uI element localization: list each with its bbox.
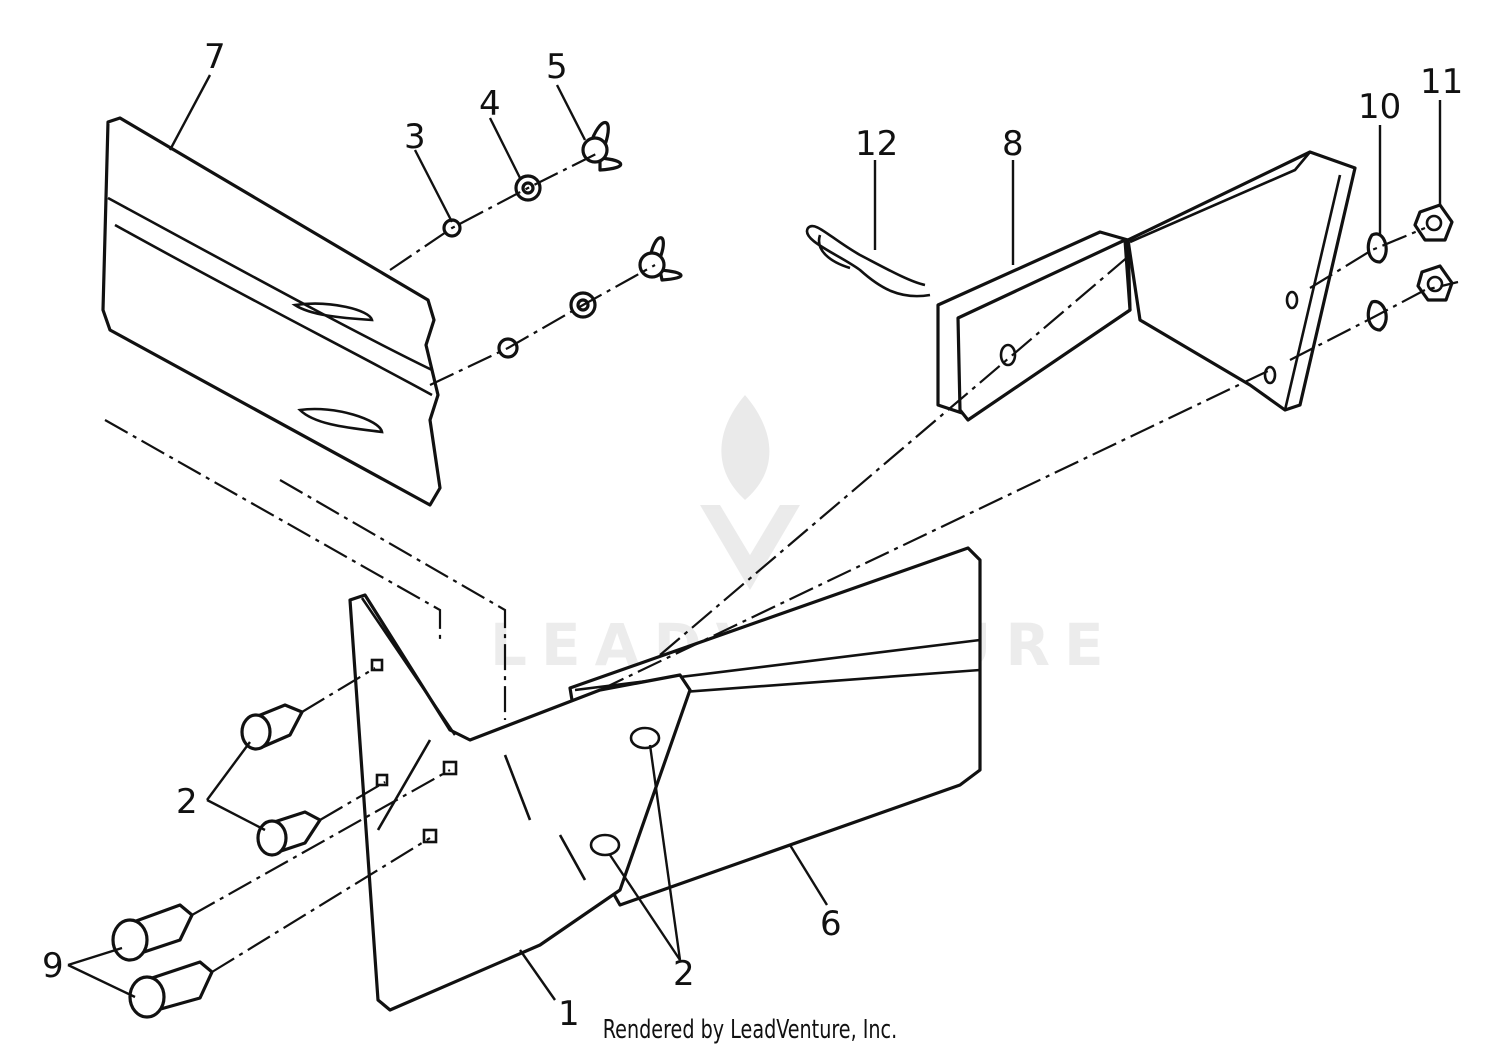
part-2-bolt-top <box>240 703 304 751</box>
watermark-logo <box>700 395 800 590</box>
part-11-nut-bottom <box>1416 264 1454 302</box>
part-10-lockwasher-top <box>1366 232 1388 264</box>
part-8-bracket <box>936 150 1357 422</box>
callout-3: 3 <box>404 117 426 157</box>
part-7-panel <box>101 116 442 507</box>
callout-2-right: 2 <box>673 954 695 994</box>
callout-2-left: 2 <box>176 782 198 822</box>
part-5-wingnut-bottom <box>638 236 683 282</box>
callout-6: 6 <box>820 904 842 944</box>
footer-credit: Rendered by LeadVenture, Inc. <box>602 1015 898 1045</box>
callout-12: 12 <box>855 124 898 164</box>
callout-4: 4 <box>479 84 501 124</box>
part-11-nut-top <box>1413 203 1454 242</box>
callout-1: 1 <box>558 994 580 1034</box>
callout-10: 10 <box>1358 87 1401 127</box>
part-9-bolt-bottom <box>128 960 214 1019</box>
part-12-hitch-pin <box>805 224 931 298</box>
callout-11: 11 <box>1420 62 1463 102</box>
callout-8: 8 <box>1002 124 1024 164</box>
callout-5: 5 <box>546 47 568 87</box>
callout-9: 9 <box>42 946 64 986</box>
callout-7: 7 <box>204 37 226 77</box>
part-5-wingnut-top <box>581 121 623 172</box>
part-9-bolt-top <box>111 903 194 962</box>
part-1-base-plate <box>348 593 692 1012</box>
